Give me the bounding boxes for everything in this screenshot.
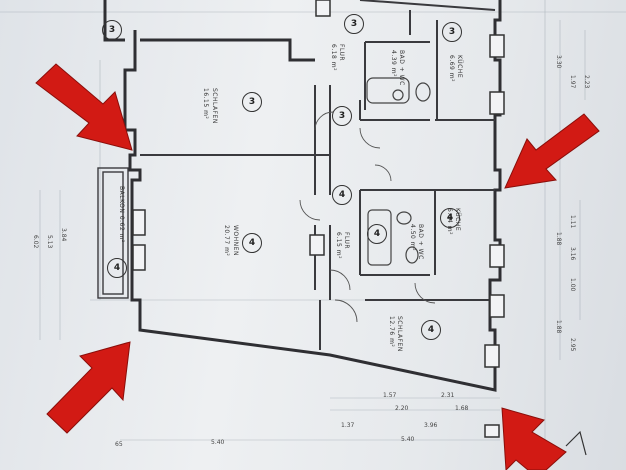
unit-marker: 3 — [344, 14, 364, 34]
unit-marker: 4 — [242, 233, 262, 253]
dimension-label: 2.31 — [441, 392, 455, 399]
red-arrow-bottom-left — [46, 341, 131, 434]
red-arrow-top-right — [504, 113, 600, 189]
dimension-label: 2.20 — [395, 405, 409, 412]
unit-marker: 3 — [102, 20, 122, 40]
dimension-label: 1.57 — [383, 392, 397, 399]
unit-marker: 3 — [242, 92, 262, 112]
unit-marker: 4 — [332, 185, 352, 205]
dimension-label: 1.68 — [455, 405, 469, 412]
unit-marker: 3 — [332, 106, 352, 126]
dimension-label: 5.40 — [401, 436, 415, 443]
dimension-label: 1.37 — [341, 422, 355, 429]
unit-marker: 3 — [442, 22, 462, 42]
unit-marker: 4 — [367, 224, 387, 244]
unit-marker: 4 — [107, 258, 127, 278]
dimension-label: 5.40 — [211, 439, 225, 446]
red-arrow-bottom-right — [501, 407, 567, 470]
unit-marker: 4 — [440, 208, 460, 228]
dimension-label: 3.96 — [424, 422, 438, 429]
dimension-label: 65 — [115, 441, 123, 448]
red-arrow-top-left — [35, 63, 133, 151]
unit-marker: 4 — [421, 320, 441, 340]
